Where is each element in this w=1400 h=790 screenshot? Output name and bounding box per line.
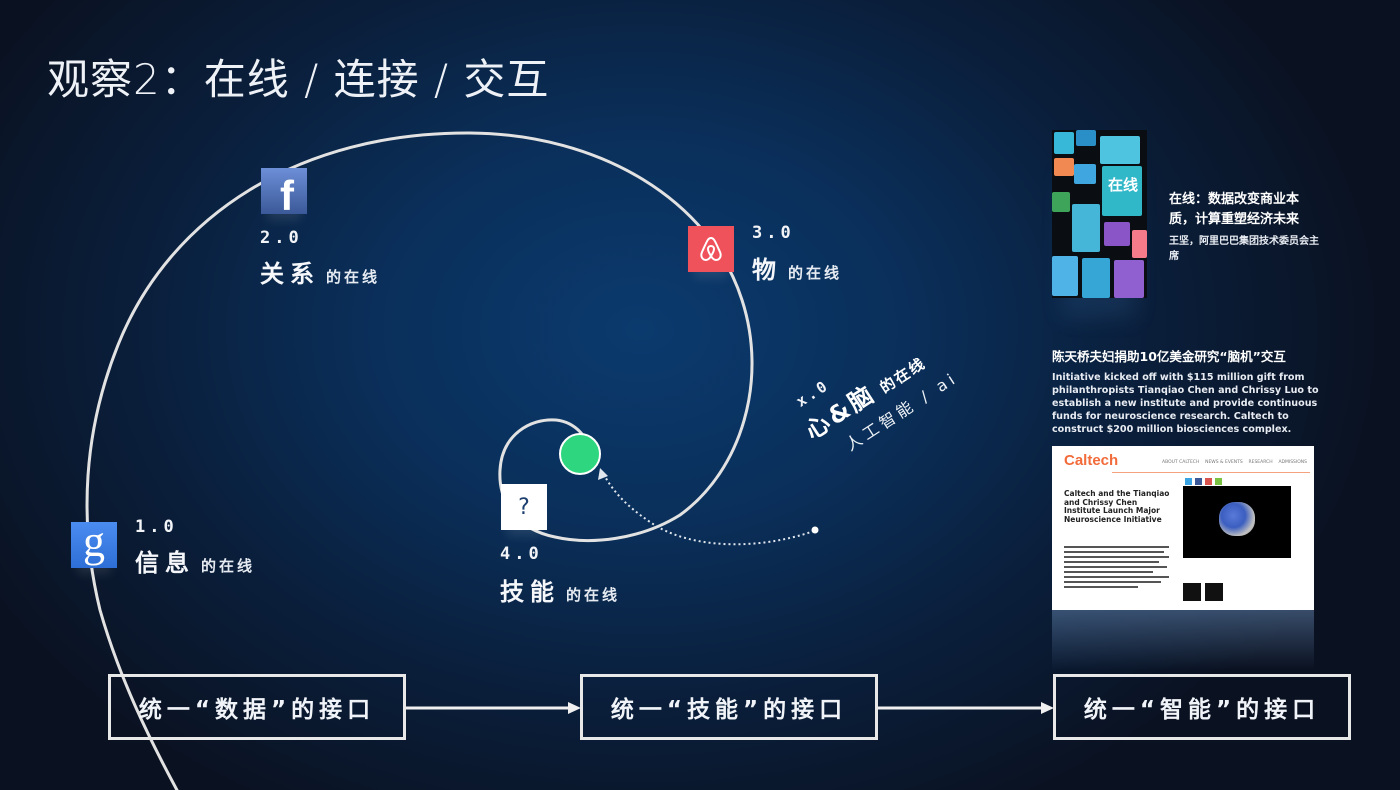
node-2-title: 关系 [260,260,320,288]
article-text-lines [1064,546,1169,591]
webpage-reflection [1052,610,1314,670]
node-3-label: 物的在线 [752,250,842,285]
node-1-label: 信息的在线 [135,543,255,578]
google-icon: g [71,520,117,568]
node-1-suffix: 的在线 [201,557,256,575]
caltech-article-headline: Caltech and the Tianqiao and Chrissy Che… [1064,489,1170,524]
node-4-suffix: 的在线 [566,586,621,604]
caltech-logo: Caltech [1064,452,1119,469]
book-author: 王坚，阿里巴巴集团技术委员会主席 [1169,236,1319,262]
thumbnail-2 [1205,583,1223,601]
book-headline: 在线：数据改变商业本质，计算重塑经济未来 [1169,192,1300,227]
book-cover-title: 在线 [1108,176,1139,194]
interface-skill-box: 统一“技能”的接口 [580,674,878,740]
node-2-suffix: 的在线 [326,268,381,286]
book-caption: 在线：数据改变商业本质，计算重塑经济未来 王坚，阿里巴巴集团技术委员会主席 [1169,190,1319,264]
future-target-dot [559,433,601,475]
node-3-suffix: 的在线 [788,264,843,282]
node-2-label: 关系的在线 [260,254,380,289]
news-block: 陈天桥夫妇捐助10亿美金研究“脑机”交互 Initiative kicked o… [1052,346,1322,436]
node-4-title: 技能 [500,578,560,606]
brain-video-thumbnail [1183,486,1291,558]
interface-intelligence-box: 统一“智能”的接口 [1053,674,1351,740]
question-icon: ? [501,484,547,530]
interface-data-box: 统一“数据”的接口 [108,674,406,740]
news-body: Initiative kicked off with $115 million … [1052,372,1319,435]
node-1-title: 信息 [135,549,195,577]
caltech-webpage-screenshot: Caltech ABOUT CALTECH NEWS & EVENTS RESE… [1052,446,1314,610]
airbnb-icon [688,226,734,272]
facebook-icon: f [261,168,307,219]
book-cover-image: 在线 [1052,130,1147,298]
news-headline: 陈天桥夫妇捐助10亿美金研究“脑机”交互 [1052,349,1286,364]
version-4-label: 4.0 [500,544,543,564]
node-4-label: 技能的在线 [500,572,620,607]
page-title: 观察2：在线 / 连接 / 交互 [47,55,550,104]
node-3-title: 物 [752,256,782,284]
version-2-label: 2.0 [260,228,303,248]
caltech-nav: ABOUT CALTECH NEWS & EVENTS RESEARCH ADM… [1162,460,1307,465]
thumbnail-1 [1183,583,1201,601]
version-1-label: 1.0 [135,517,178,537]
version-3-label: 3.0 [752,223,795,243]
share-icons [1185,478,1222,485]
